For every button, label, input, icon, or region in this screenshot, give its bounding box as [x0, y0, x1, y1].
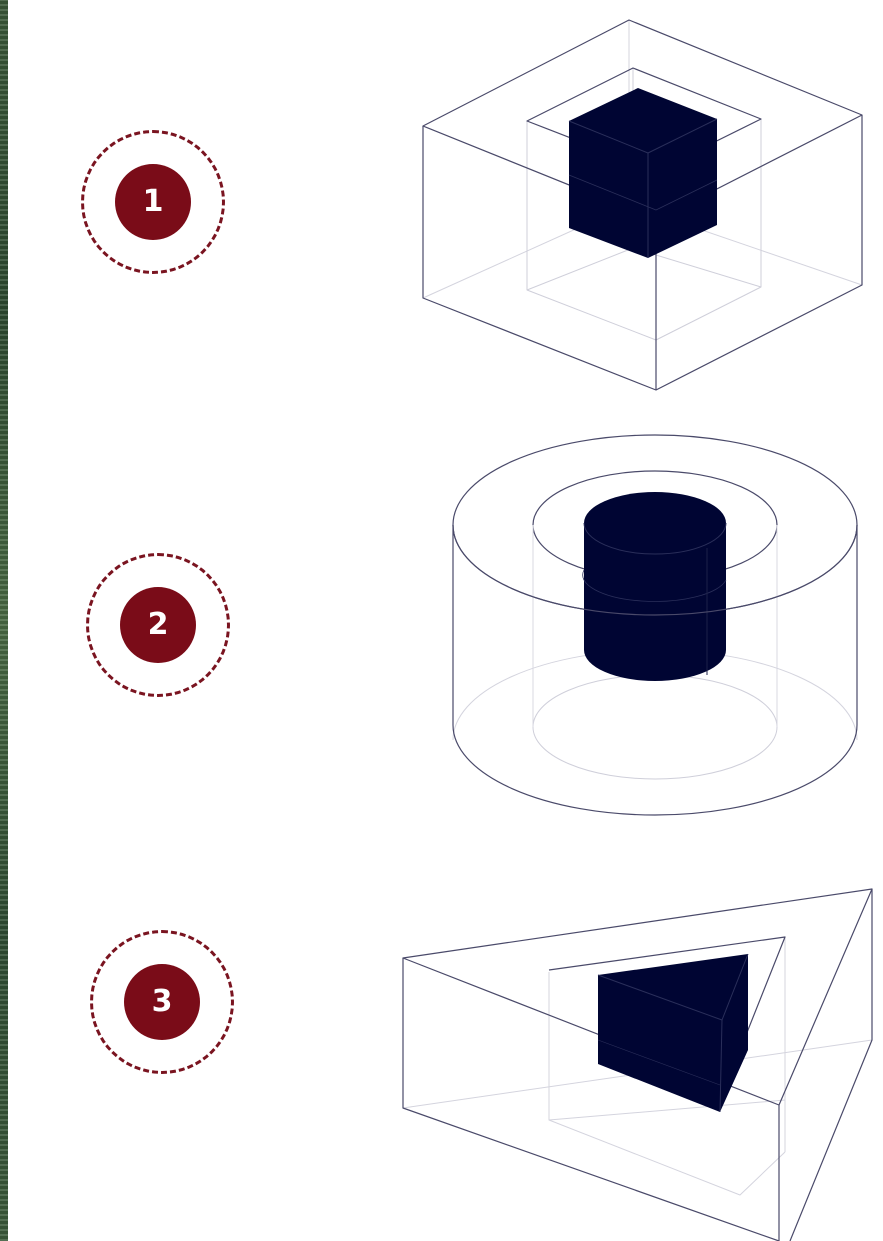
solid-cylinder — [583, 492, 726, 681]
solid-prism — [598, 954, 748, 1112]
figure-prism-in-prism — [403, 889, 872, 1241]
figure-cylinder-in-cylinder — [453, 435, 857, 815]
solid-cube — [569, 88, 717, 258]
figure-cube-in-box — [423, 20, 862, 390]
